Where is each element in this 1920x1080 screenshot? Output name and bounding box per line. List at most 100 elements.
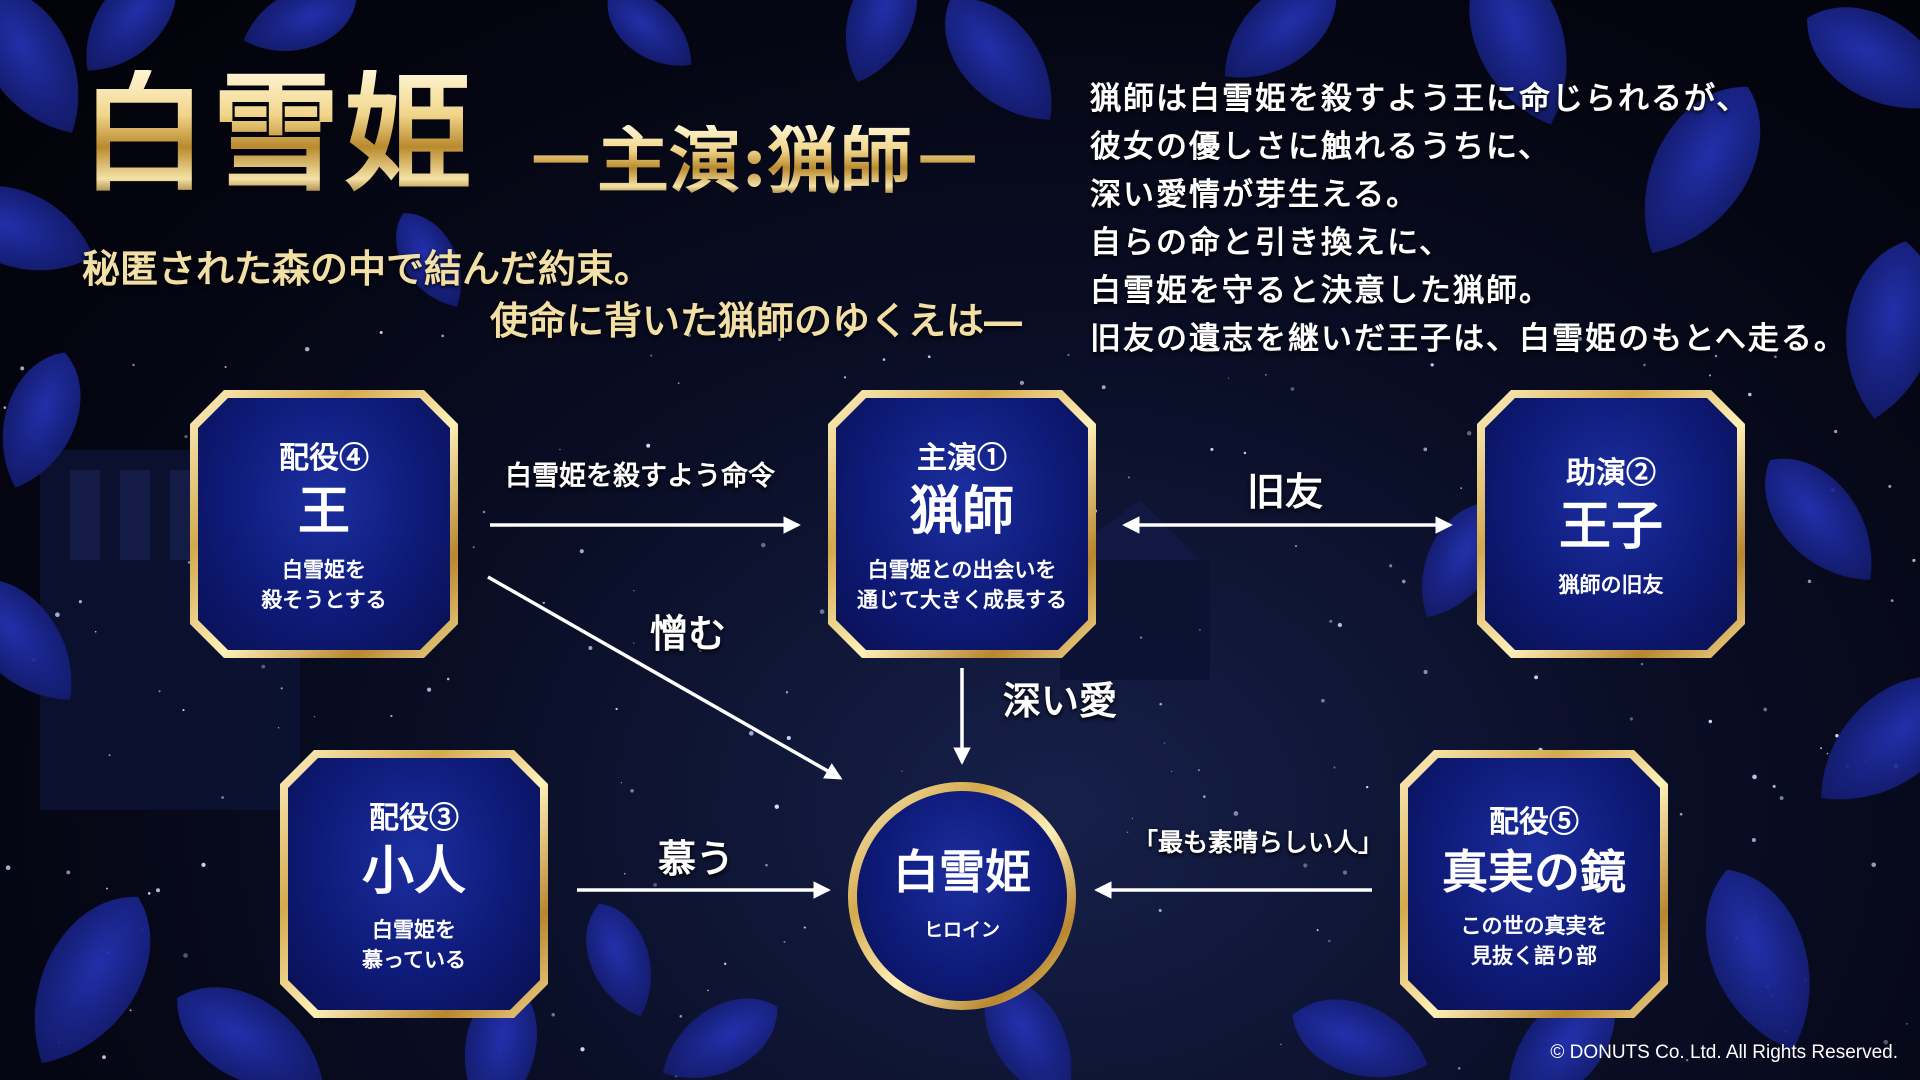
tagline-line-1: 秘匿された森の中で結んだ約束。: [82, 246, 653, 291]
character-box-mirror: 配役⑤ 真実の鏡 この世の真実を 見抜く語り部: [1400, 750, 1668, 1018]
relation-label-hate: 憎む: [650, 611, 727, 656]
star: [1328, 939, 1331, 943]
star: [155, 888, 161, 893]
star: [1067, 353, 1070, 357]
star: [1906, 1023, 1908, 1025]
character-desc: この世の真実を: [1460, 913, 1608, 939]
star: [1643, 363, 1646, 367]
star: [1329, 619, 1333, 623]
star: [1912, 558, 1916, 562]
star: [1401, 579, 1406, 584]
star: [1714, 354, 1718, 358]
star: [1466, 431, 1472, 436]
star: [1366, 785, 1369, 789]
star: [446, 677, 450, 681]
copyright-notice: © DONUTS Co. Ltd. All Rights Reserved.: [1550, 1042, 1898, 1063]
character-box-prince: 助演② 王子 猟師の旧友: [1477, 390, 1745, 658]
star: [1772, 784, 1776, 788]
star: [472, 546, 475, 549]
star: [132, 363, 135, 367]
star: [623, 872, 626, 875]
star: [1834, 429, 1838, 434]
star: [646, 443, 651, 448]
star: [707, 989, 709, 992]
star: [304, 346, 310, 352]
star: [390, 714, 393, 718]
star: [441, 334, 445, 338]
star: [102, 1055, 106, 1059]
star: [427, 687, 432, 692]
star: [1534, 675, 1539, 680]
relation-label-deep-love: 深い愛: [1003, 678, 1118, 723]
character-desc: 白雪姫を: [282, 556, 366, 582]
star: [5, 865, 11, 870]
star: [1333, 766, 1336, 769]
star: [1170, 770, 1173, 772]
star: [280, 687, 283, 690]
star: [679, 1015, 683, 1018]
character-desc: 通じて大きく成長する: [857, 586, 1067, 612]
star: [1423, 447, 1428, 452]
star: [1101, 385, 1106, 390]
star: [1631, 331, 1634, 333]
star: [1227, 377, 1230, 379]
star: [1243, 451, 1247, 455]
character-box-king: 配役④ 王 白雪姫を 殺そうとする: [190, 390, 458, 658]
star: [1774, 355, 1777, 359]
character-name: 王: [297, 481, 350, 543]
star: [1127, 476, 1130, 479]
star: [1210, 447, 1214, 451]
star: [1460, 487, 1463, 489]
star: [1779, 796, 1784, 801]
star: [1629, 717, 1633, 721]
star: [783, 940, 786, 943]
star: [698, 649, 702, 653]
character-box-hunter: 主演① 猟師 白雪姫との出会いを 通じて大きく成長する: [828, 390, 1096, 658]
character-name: 王子: [1558, 496, 1663, 558]
character-desc: ヒロイン: [923, 919, 1000, 942]
star: [3, 406, 7, 409]
tagline-line-2: 使命に背いた猟師のゆくえは―: [490, 298, 1023, 343]
star: [224, 365, 227, 369]
star: [786, 735, 791, 741]
star: [650, 354, 653, 357]
star: [1198, 628, 1201, 631]
star: [1019, 380, 1025, 386]
star: [630, 788, 634, 793]
star: [108, 754, 111, 757]
star: [1280, 1043, 1282, 1046]
star: [1233, 811, 1239, 816]
star: [313, 715, 316, 718]
star: [277, 726, 280, 729]
star: [927, 355, 931, 359]
star: [620, 782, 623, 784]
character-desc: 慕っている: [362, 946, 466, 972]
star: [819, 609, 825, 614]
star: [1316, 929, 1319, 932]
star: [843, 376, 847, 379]
star: [1708, 719, 1713, 724]
star: [20, 366, 25, 371]
role-label: 配役⑤: [1489, 804, 1579, 840]
star: [1457, 1066, 1461, 1070]
star: [261, 664, 266, 669]
star: [129, 1009, 132, 1012]
role-label: 主演①: [917, 441, 1007, 477]
star: [748, 730, 754, 736]
star: [182, 709, 185, 712]
star: [542, 601, 545, 605]
star: [1197, 769, 1200, 772]
character-desc: 猟師の旧友: [1558, 571, 1664, 597]
star: [1158, 909, 1162, 912]
star: [201, 862, 206, 868]
star: [1203, 795, 1206, 798]
star: [482, 510, 486, 514]
star: [1807, 579, 1812, 584]
synopsis-line: 猟師は白雪姫を殺すよう王に命じられるが、: [1090, 81, 1750, 117]
role-label: 助演②: [1566, 456, 1656, 492]
character-desc: 白雪姫を: [372, 916, 456, 942]
star: [579, 549, 584, 554]
star: [723, 962, 727, 966]
star: [147, 892, 151, 895]
